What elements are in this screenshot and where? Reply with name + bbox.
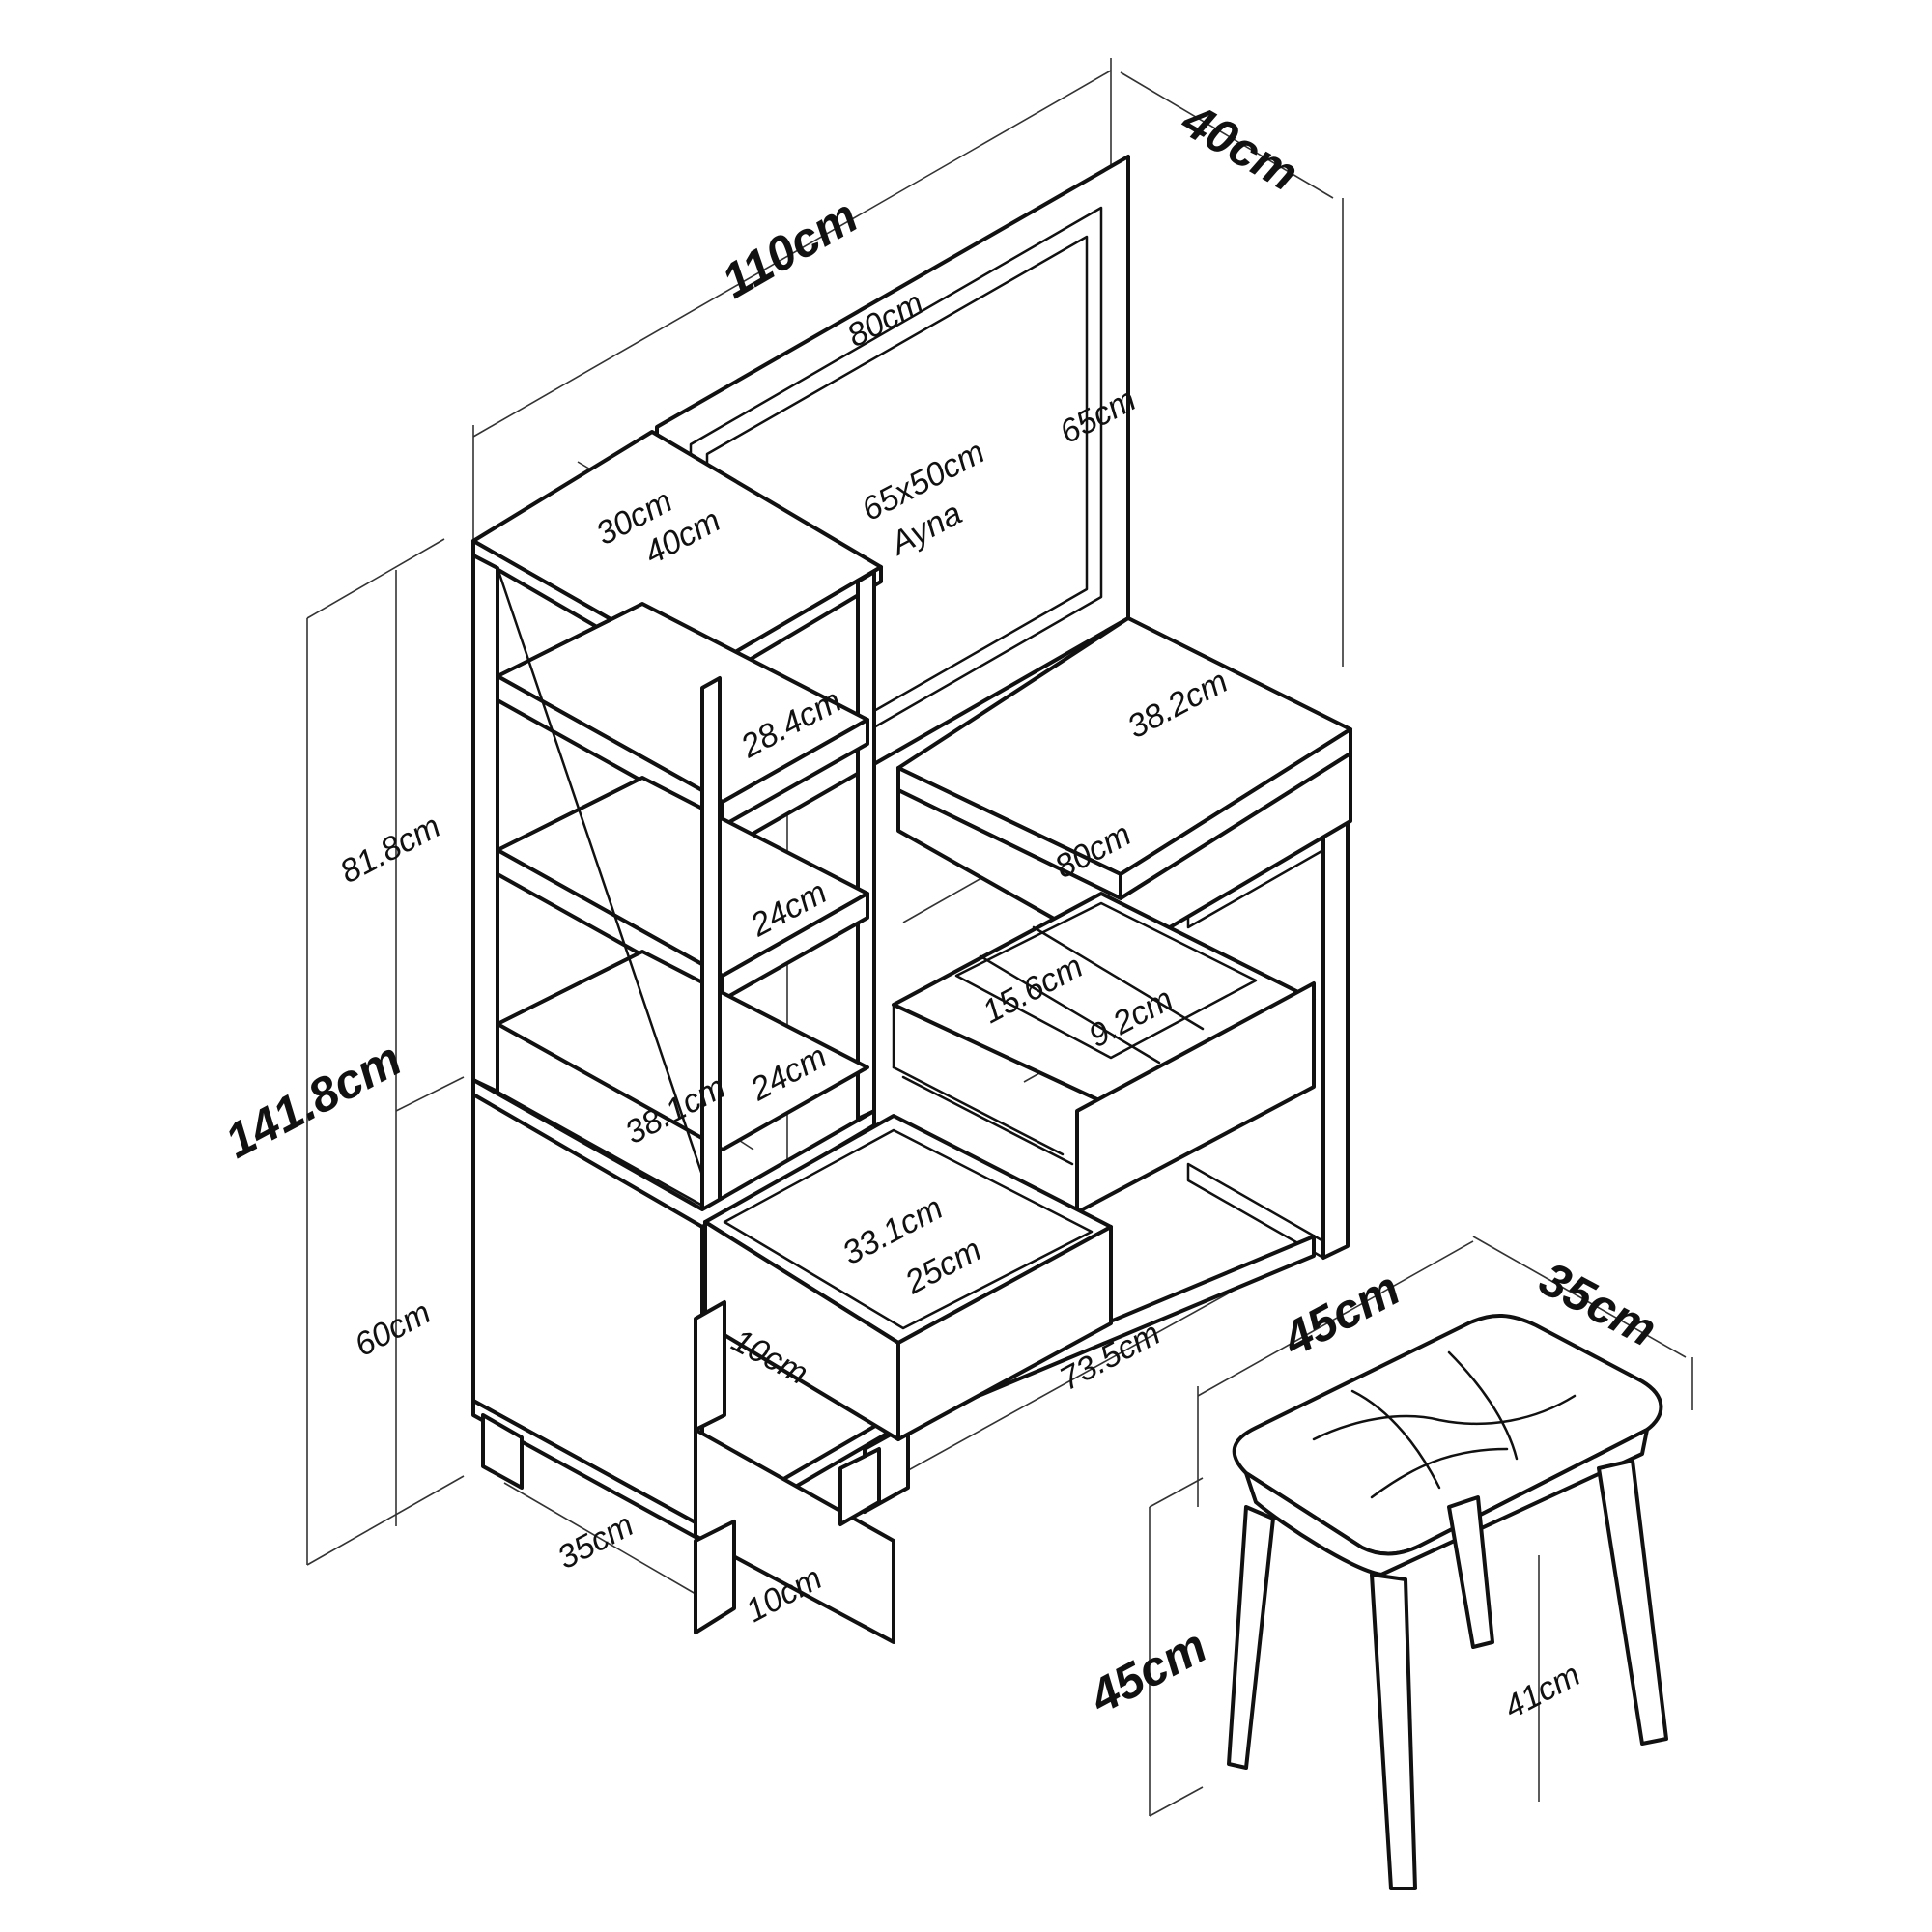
label-depth-total: 40cm: [1173, 93, 1308, 202]
stool: [1227, 1313, 1668, 1890]
label-total-height: 141.8cm: [216, 1032, 411, 1169]
label-upper-height: 81.8cm: [334, 808, 446, 891]
label-lower-height: 60cm: [349, 1293, 437, 1364]
label-stool-height: 45cm: [1080, 1618, 1215, 1724]
label-stool-leg-height: 41cm: [1498, 1656, 1586, 1726]
shelf-tower: [471, 430, 1113, 1644]
label-stool-width: 45cm: [1273, 1261, 1408, 1367]
label-width-total: 110cm: [713, 188, 867, 308]
label-base-depth: 35cm: [552, 1506, 639, 1577]
